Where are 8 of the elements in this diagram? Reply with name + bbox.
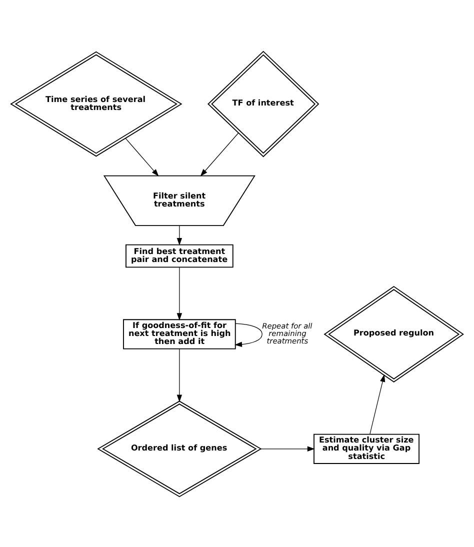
arrow	[176, 266, 182, 320]
arrow	[234, 322, 262, 347]
arrow	[260, 446, 315, 451]
arrow	[200, 132, 239, 176]
arrow	[125, 137, 159, 176]
arrow	[176, 348, 182, 402]
arrow	[370, 374, 386, 434]
arrow	[176, 224, 182, 245]
